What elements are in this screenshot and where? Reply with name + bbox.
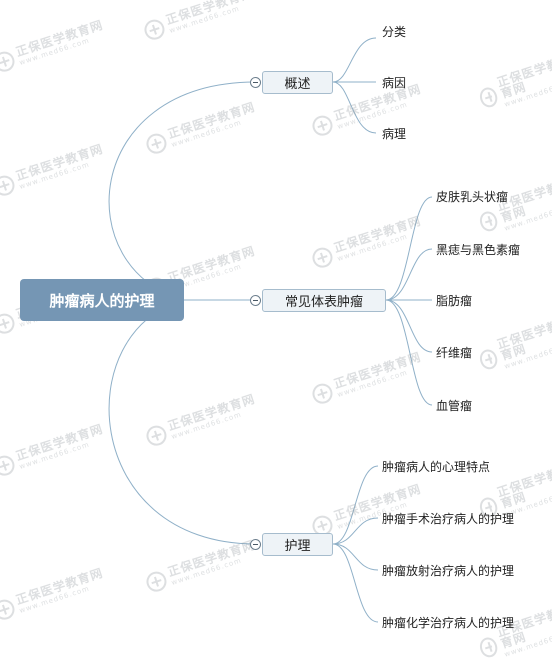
leaf-hemangioma[interactable]: 血管瘤 — [436, 398, 473, 413]
connector-tumors-melanoma — [385, 248, 433, 301]
leaf-psychology[interactable]: 肿瘤病人的心理特点 — [382, 459, 491, 474]
collapse-toggle-icon[interactable] — [250, 295, 261, 306]
connector-care-surgery — [332, 517, 379, 545]
connector-root-overview — [108, 81, 257, 301]
connector-root-care — [108, 299, 257, 545]
leaf-pathology[interactable]: 病理 — [382, 126, 407, 141]
leaf-fibroma[interactable]: 纤维瘤 — [436, 345, 473, 360]
connector-tumors-fibroma — [385, 299, 433, 353]
connector-care-chemo — [332, 543, 379, 623]
connector-tumors-hemangioma — [385, 299, 433, 406]
connector-overview-pathology — [332, 81, 377, 134]
leaf-classification[interactable]: 分类 — [382, 24, 407, 39]
collapse-toggle-icon[interactable] — [250, 77, 261, 88]
leaf-chemo-care[interactable]: 肿瘤化学治疗病人的护理 — [382, 615, 515, 630]
connector-care-psychology — [332, 465, 379, 545]
collapse-toggle-icon[interactable] — [250, 539, 261, 550]
leaf-radiation-care[interactable]: 肿瘤放射治疗病人的护理 — [382, 563, 515, 578]
connector-overview-classification — [332, 37, 377, 83]
leaf-melanoma[interactable]: 黑痣与黑色素瘤 — [436, 242, 521, 257]
branch-overview[interactable]: 概述 — [262, 71, 333, 94]
connector-care-radiation — [332, 543, 379, 571]
leaf-cause[interactable]: 病因 — [382, 75, 407, 90]
connector-tumors-papilloma — [385, 196, 433, 301]
root-topic[interactable]: 肿瘤病人的护理 — [20, 279, 184, 321]
branch-care[interactable]: 护理 — [262, 533, 333, 556]
branch-common-surface-tumors[interactable]: 常见体表肿瘤 — [262, 289, 386, 312]
leaf-papilloma[interactable]: 皮肤乳头状瘤 — [436, 189, 509, 204]
leaf-lipoma[interactable]: 脂肪瘤 — [436, 293, 473, 308]
leaf-surgery-care[interactable]: 肿瘤手术治疗病人的护理 — [382, 511, 515, 526]
